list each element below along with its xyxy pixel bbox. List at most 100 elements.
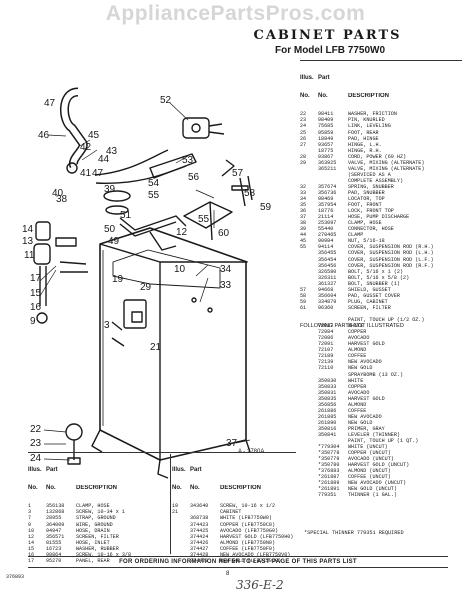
right-table-part-no: 356456 (318, 262, 337, 269)
right-table-description: (SERVICED AS A (348, 171, 391, 178)
right-table-description: BOLT, 5/16 x 1 (2) (348, 268, 404, 275)
right-table-description: HINGE, R.H. (348, 147, 382, 154)
right-table-part-no: 253097 (318, 220, 337, 227)
right-table-description: CLAMP, HOSE (348, 220, 382, 227)
right-table-illus-no: 28 (300, 153, 307, 160)
finish-table-part-no: *261887 (318, 474, 340, 481)
finish-table-row: SPRAYBOMB (13 OZ.) (300, 372, 462, 378)
callout-53: 52 (160, 95, 172, 106)
callout-43: 43 (106, 146, 118, 157)
finish-table-row: 350816 PRIMER, GRAY (300, 426, 462, 432)
bottom-right-table-description: HARVEST GOLD (LFB7750H0) (220, 533, 294, 540)
right-table-part-no: 334879 (318, 298, 337, 305)
finish-table-description: AVOCADO (348, 389, 370, 396)
finish-table-description: NEW GOLD (UNCUT) (348, 486, 397, 493)
br-header-illus: Illus. (172, 467, 186, 474)
finish-table-part-no: 350816 (318, 425, 337, 432)
right-table-description: VALVE, MIXING (ALTERNATE) (348, 165, 425, 172)
finish-table-part-no: 356856 (318, 401, 337, 408)
finish-table-part-no: 350833 (318, 383, 337, 390)
callout-19: 19 (112, 274, 124, 285)
callout-17: 17 (30, 273, 42, 284)
right-table-part-no: 94114 (318, 244, 334, 251)
bottom-table-rule (28, 452, 296, 453)
finish-table-description: COFFEE (348, 407, 367, 414)
right-table-part-no: 365211 (318, 165, 337, 172)
callout-46: 46 (38, 130, 50, 141)
bottom-left-table-illus-no: 14 (28, 539, 35, 546)
bottom-left-table-part-no: 16723 (46, 545, 62, 552)
right-table-illus-no: 27 (300, 141, 307, 148)
right-table-part-no: 357954 (318, 202, 337, 209)
finish-table-part-no: *261889 (318, 480, 340, 487)
callout-15: 15 (30, 288, 42, 299)
right-table-part-no: 95859 (318, 129, 334, 136)
finish-table-description: NEW AVOCADO (348, 359, 382, 366)
bottom-right-table-description: ALMOND (LFB7750N0) (220, 539, 276, 546)
finish-table-part-no: 779351 (318, 492, 337, 499)
callout-11: 11 (24, 250, 35, 261)
document-code: 376893 (6, 574, 25, 580)
page-title: CABINET PARTS (253, 28, 402, 43)
right-table-description: LINK, LEVELING (348, 123, 391, 130)
bottom-left-table-description: WASHER, RUBBER (76, 545, 119, 552)
order-rule-bottom (28, 567, 448, 568)
right-table-part-no: 356736 (318, 189, 337, 196)
cabinet-outline (99, 227, 248, 461)
right-table-illus-no: 24 (300, 123, 307, 130)
bl-header-illus: Illus. (28, 467, 42, 474)
right-table-description: LOCK, FRONT TOP (348, 208, 394, 215)
finish-table-part-no: 72017 (318, 323, 334, 330)
bottom-right-table-part-no: 374423 (190, 521, 209, 528)
callout-21: 21 (150, 342, 162, 353)
right-table-description: BOLT, SNUBBER (1) (348, 280, 400, 287)
finish-table-part-no: 350830 (318, 377, 337, 384)
finish-table-part-no: 72139 (318, 359, 334, 366)
br-header-partno: No. (190, 485, 200, 492)
bottom-right-table-part-no: 374429 (190, 557, 209, 564)
bottom-left-table-part-no: 132868 (46, 509, 65, 516)
bottom-right-table-description: WHITE (LFB7750W0) (220, 515, 272, 522)
right-table-description: COVER, SUSPENSION ROD (R.F.) (348, 262, 434, 269)
callout-24: 24 (30, 453, 42, 464)
finish-table-part-no: 72084 (318, 329, 334, 336)
callout-14: 14 (22, 224, 34, 235)
right-table-part-no: 93657 (318, 141, 334, 148)
bottom-right-table-part-no: 374426 (190, 539, 209, 546)
exploded-diagram: 47 46 45 43 44 47 42 41 40 39 38 52 53 5… (22, 87, 272, 479)
bottom-right-table-description: NEW AVOCADO (LFB7750V0) (220, 551, 291, 558)
finish-table-part-no: 72091 (318, 341, 334, 348)
right-table-description: WASHER, FRICTION (348, 111, 397, 118)
finish-table-description: PRIMER, GRAY (348, 425, 385, 432)
callout-42: 42 (80, 142, 92, 153)
callout-12: 12 (176, 227, 188, 238)
right-table-description: BOLT, 5/16 x 5/8 (2) (348, 274, 410, 281)
ordering-info-note: FOR ORDERING INFORMATION REFER TO LAST P… (119, 559, 357, 565)
callout-56b: 55 (198, 214, 210, 225)
finish-table-description: ALMOND (348, 347, 367, 354)
bottom-table-divider (170, 454, 171, 554)
right-table-part-no: 356454 (318, 256, 337, 263)
special-thinner-note: *SPECIAL THINNER 779351 REQUIRED (304, 530, 404, 536)
finish-table-description: PAINT, TOUCH UP (1 QT.) (348, 438, 419, 445)
right-table-illus-no: 26 (300, 135, 307, 142)
callout-45: 45 (88, 130, 100, 141)
